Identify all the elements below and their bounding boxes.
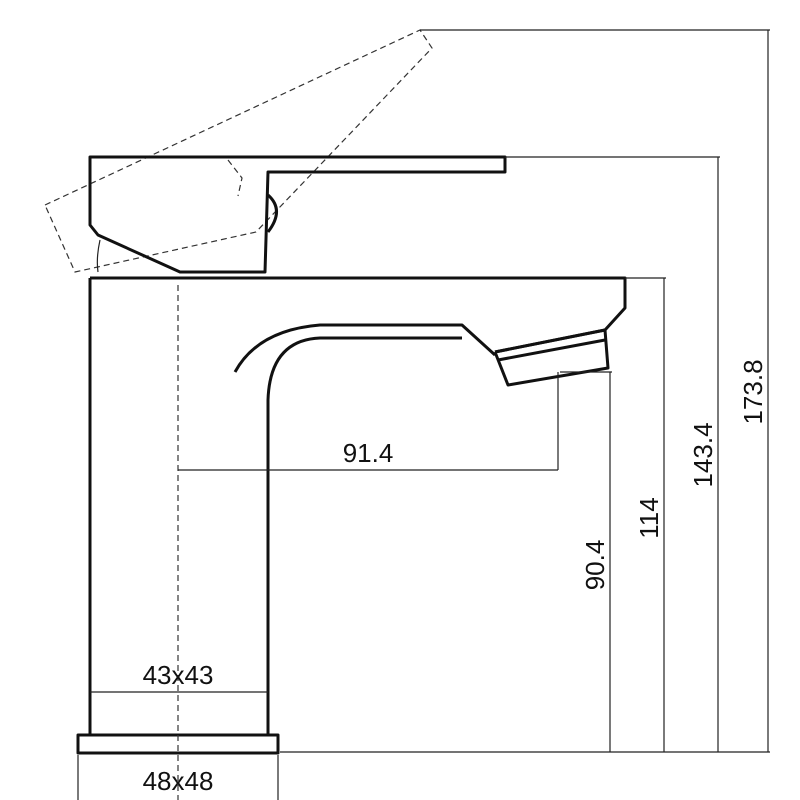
handle-pivot-knob	[266, 193, 278, 233]
total-height-label: 173.8	[738, 359, 768, 424]
outlet-height-label: 90.4	[580, 540, 610, 591]
handle-raised-pivot	[227, 159, 243, 197]
aerator	[493, 328, 610, 387]
handle-raised-outline	[44, 29, 433, 273]
body-height-label: 143.4	[688, 422, 718, 487]
base-section-label: 48x48	[143, 766, 214, 796]
aerator-band	[497, 338, 606, 362]
handle-lever	[88, 155, 507, 274]
spout-height-label: 114	[634, 497, 664, 538]
reach-label: 91.4	[343, 438, 394, 468]
body-section-label: 43x43	[143, 660, 214, 690]
spout-lower-curve	[233, 323, 497, 373]
spout-inner-curve	[266, 336, 462, 401]
handle-neck	[96, 239, 101, 273]
